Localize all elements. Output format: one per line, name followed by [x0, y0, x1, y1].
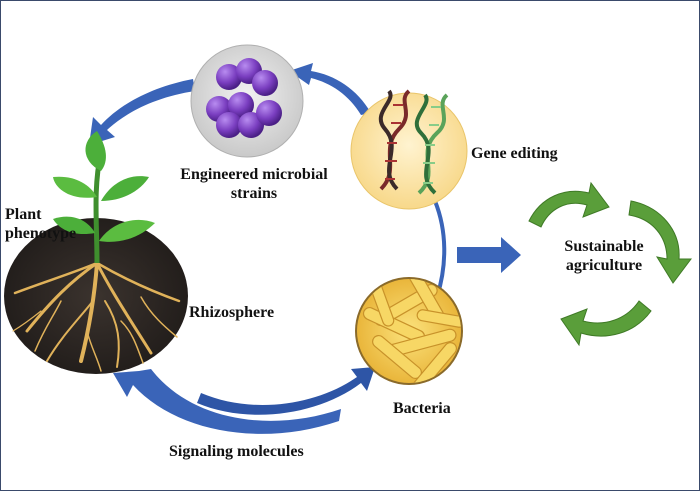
arrow-signaling-right	[197, 367, 375, 415]
arrow-signaling-left	[113, 369, 341, 434]
arrow-to-sustainable	[457, 237, 521, 273]
arrow-bacteria-to-gene	[433, 200, 447, 298]
plant-phenotype-line1: Plant	[5, 206, 42, 223]
signaling-molecules-label: Signaling molecules	[169, 443, 304, 460]
rhizosphere-label: Rhizosphere	[189, 304, 275, 321]
arrow-to-microbes	[289, 63, 371, 115]
microbial-strains-illustration	[190, 44, 304, 158]
bacteria-illustration	[355, 277, 463, 385]
bacteria-label: Bacteria	[393, 400, 451, 417]
arrow-to-plant	[89, 79, 195, 145]
gene-editing-label: Gene editing	[471, 145, 558, 162]
recycle-arrow-right	[628, 200, 692, 284]
engineered-strains-label: Engineered microbial strains	[169, 165, 339, 203]
cycle-arrows	[89, 63, 521, 434]
engineered-line1: Engineered microbial	[180, 166, 328, 183]
gene-editing-illustration	[350, 89, 468, 210]
engineered-line2: strains	[230, 185, 278, 202]
sustainable-line1: Sustainable	[564, 238, 644, 255]
sustainable-agriculture-label: Sustainable agriculture	[549, 237, 659, 275]
plant-phenotype-line2: phenotype	[5, 225, 77, 242]
recycle-arrow-top	[528, 181, 610, 228]
plant-phenotype-label: Plant phenotype	[5, 205, 76, 243]
sustainable-recycle-symbol	[528, 181, 692, 347]
recycle-arrow-bottom	[560, 300, 652, 347]
sustainable-line2: agriculture	[565, 257, 643, 274]
plant-illustration	[4, 131, 188, 374]
